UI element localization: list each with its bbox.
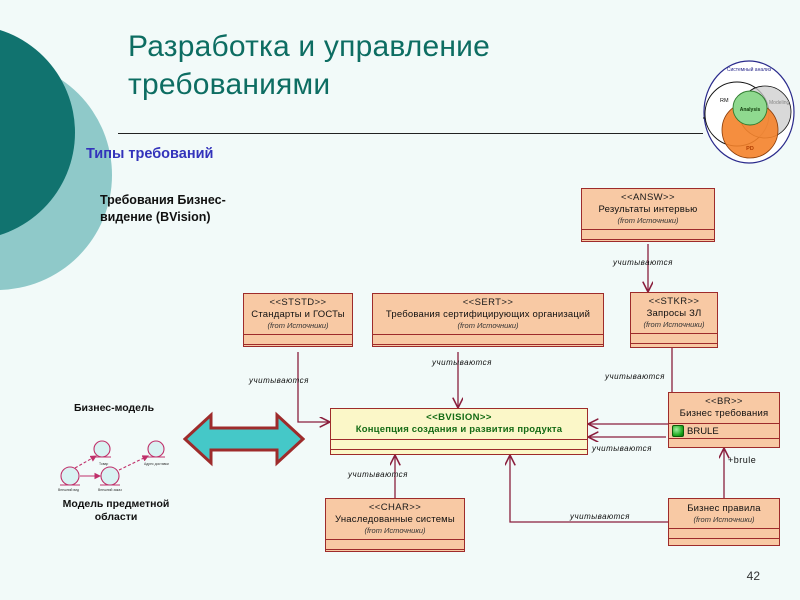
uml-attributes-compartment (244, 334, 352, 344)
sketch-node-label: Адрес доставки (144, 462, 169, 466)
uml-attributes-compartment (669, 528, 779, 538)
uml-operations-compartment (669, 538, 779, 548)
sketch-node-label: Внешний заказ (98, 488, 122, 492)
uml-operations-compartment (373, 344, 603, 354)
uml-attributes-compartment (373, 334, 603, 344)
uml-operations-compartment (582, 239, 714, 249)
uml-attribute-row: BRULE (669, 423, 779, 438)
uml-class-name: Результаты интервью (598, 204, 698, 215)
uml-class-bvision[interactable]: <<BVISION>> Концепция создания и развити… (330, 408, 588, 455)
uml-class-name: Концепция создания и развития продукта (355, 424, 563, 435)
venn-bottom-label: PD (746, 146, 754, 152)
domain-model-label: Модель предметной области (62, 498, 170, 524)
uml-attribute-name: BRULE (687, 425, 719, 437)
uml-stereotype: <<SERT>> (462, 297, 514, 308)
uml-stereotype: <<ANSW>> (621, 192, 675, 203)
uml-package: (from Источники) (643, 320, 705, 329)
uml-header: <<ANSW>> Результаты интервью (from Источ… (582, 189, 714, 229)
uml-header: <<STSTD>> Стандарты и ГОСТы (from Источн… (244, 294, 352, 334)
uml-class-name: Стандарты и ГОСТы (251, 309, 345, 320)
uml-operations-compartment (244, 344, 352, 354)
venn-right-label: Modeling (769, 100, 790, 106)
uml-attributes-compartment (582, 229, 714, 239)
double-headed-arrow (183, 411, 305, 467)
uml-class-business-rules[interactable]: Бизнес правила (from Источники) (668, 498, 780, 546)
uml-class-name: Запросы ЗЛ (646, 308, 702, 319)
business-model-label: Бизнес-модель (74, 402, 155, 414)
uml-class-char[interactable]: <<CHAR>> Унаследованные системы (from Ис… (325, 498, 465, 552)
uml-operations-compartment (331, 449, 587, 459)
uml-operations-compartment (631, 343, 717, 353)
uml-package: (from Источники) (364, 526, 426, 535)
venn-center-label: Analysis (740, 107, 761, 113)
sketch-node-label: Товар (99, 462, 108, 466)
uml-header: <<SERT>> Требования сертифицирующих орга… (373, 294, 603, 334)
uml-header: <<CHAR>> Унаследованные системы (from Ис… (326, 499, 464, 539)
section-subtitle: Типы требований (86, 146, 214, 162)
uml-class-answ[interactable]: <<ANSW>> Результаты интервью (from Источ… (581, 188, 715, 242)
uml-attributes-compartment (631, 333, 717, 343)
edge-label-brules-bvision: учитываются (570, 512, 630, 521)
edge-label-stkr-bvision: учитываются (605, 372, 665, 381)
uml-header: <<BVISION>> Концепция создания и развити… (331, 409, 587, 439)
uml-attributes-compartment (326, 539, 464, 549)
uml-operations-compartment (669, 438, 779, 448)
uml-package: (from Источники) (457, 321, 519, 330)
uml-package: (from Источники) (267, 321, 329, 330)
uml-stereotype: <<CHAR>> (368, 502, 422, 513)
uml-attributes-compartment (331, 439, 587, 449)
title-divider (118, 133, 703, 134)
uml-header: <<BR>> Бизнес требования (669, 393, 779, 423)
systems-analysis-venn-diagram: Системный анализ RM Modeling Analysis PD (703, 60, 795, 164)
uml-class-br[interactable]: <<BR>> Бизнес требования BRULE (668, 392, 780, 448)
uml-class-name: Бизнес правила (687, 503, 761, 514)
uml-package: (from Источники) (617, 216, 679, 225)
attribute-visibility-icon (672, 425, 684, 437)
uml-stereotype: <<STSTD>> (269, 297, 327, 308)
sketch-node-label: Внешний вид (58, 488, 79, 492)
uml-stereotype: <<BVISION>> (426, 412, 492, 423)
edge-label-ststd-bvision: учитываются (249, 376, 309, 385)
edge-label-answ-stkr: учитываются (613, 258, 673, 267)
edge-label-brule-attribute: +brule (728, 455, 757, 465)
edge-label-br-bvision: учитываются (592, 444, 652, 453)
page-number: 42 (746, 569, 760, 583)
domain-model-sketch: Внешний вид Товар Внешний заказ Адрес до… (58, 440, 169, 492)
uml-operations-compartment (326, 549, 464, 559)
venn-outer-label: Системный анализ (727, 66, 772, 73)
uml-class-name: Бизнес требования (679, 408, 769, 419)
uml-class-ststd[interactable]: <<STSTD>> Стандарты и ГОСТы (from Источн… (243, 293, 353, 347)
venn-left-label: RM (720, 98, 729, 104)
uml-stereotype: <<STKR>> (648, 296, 700, 307)
uml-class-stkr[interactable]: <<STKR>> Запросы ЗЛ (from Источники) (630, 292, 718, 348)
uml-class-name: Унаследованные системы (335, 514, 455, 525)
bvision-side-note: Требования Бизнес-видение (BVision) (100, 193, 226, 225)
uml-header: <<STKR>> Запросы ЗЛ (from Источники) (631, 293, 717, 333)
uml-stereotype: <<BR>> (705, 396, 743, 407)
page-title: Разработка и управление требованиями (128, 30, 490, 102)
edge-label-char-bvision: учитываются (348, 470, 408, 479)
uml-package: (from Источники) (693, 515, 755, 524)
uml-class-name: Требования сертифицирующих организаций (385, 309, 591, 320)
edge-label-sert-bvision: учитываются (432, 358, 492, 367)
uml-header: Бизнес правила (from Источники) (669, 499, 779, 528)
uml-class-sert[interactable]: <<SERT>> Требования сертифицирующих орга… (372, 293, 604, 347)
